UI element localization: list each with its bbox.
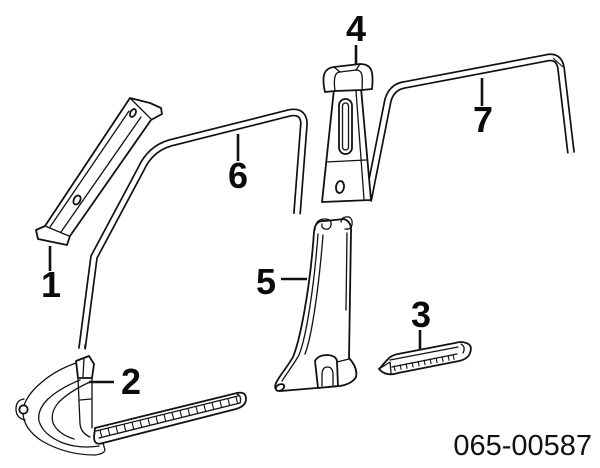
callout-1-label[interactable]: 1 — [41, 264, 61, 305]
part-3-ribs — [393, 354, 455, 372]
callout-5-label[interactable]: 5 — [256, 261, 276, 302]
part-6-drawing — [78, 108, 308, 350]
part-1-drawing — [35, 97, 163, 246]
part-2-ribs — [99, 396, 239, 437]
part-4-drawing — [321, 63, 374, 203]
part-2-drawing — [15, 355, 247, 456]
part-4-hole — [335, 180, 345, 194]
callout-2-label[interactable]: 2 — [121, 361, 141, 402]
part-4-slot — [338, 98, 353, 155]
part-1-lower-hole — [72, 194, 82, 206]
callout-7-label[interactable]: 7 — [473, 99, 493, 140]
callout-3-label[interactable]: 3 — [411, 294, 431, 335]
part-3-drawing — [378, 341, 472, 376]
part-5-drawing — [274, 216, 358, 392]
callout-6-label[interactable]: 6 — [228, 155, 248, 196]
part-7-drawing — [364, 53, 575, 202]
part-2-hole — [18, 404, 29, 415]
callout-leaders — [48, 45, 484, 384]
figure-code: 065-00587 — [453, 430, 592, 462]
callout-4-label[interactable]: 4 — [346, 8, 366, 49]
part-1-upper-hole — [129, 108, 137, 118]
